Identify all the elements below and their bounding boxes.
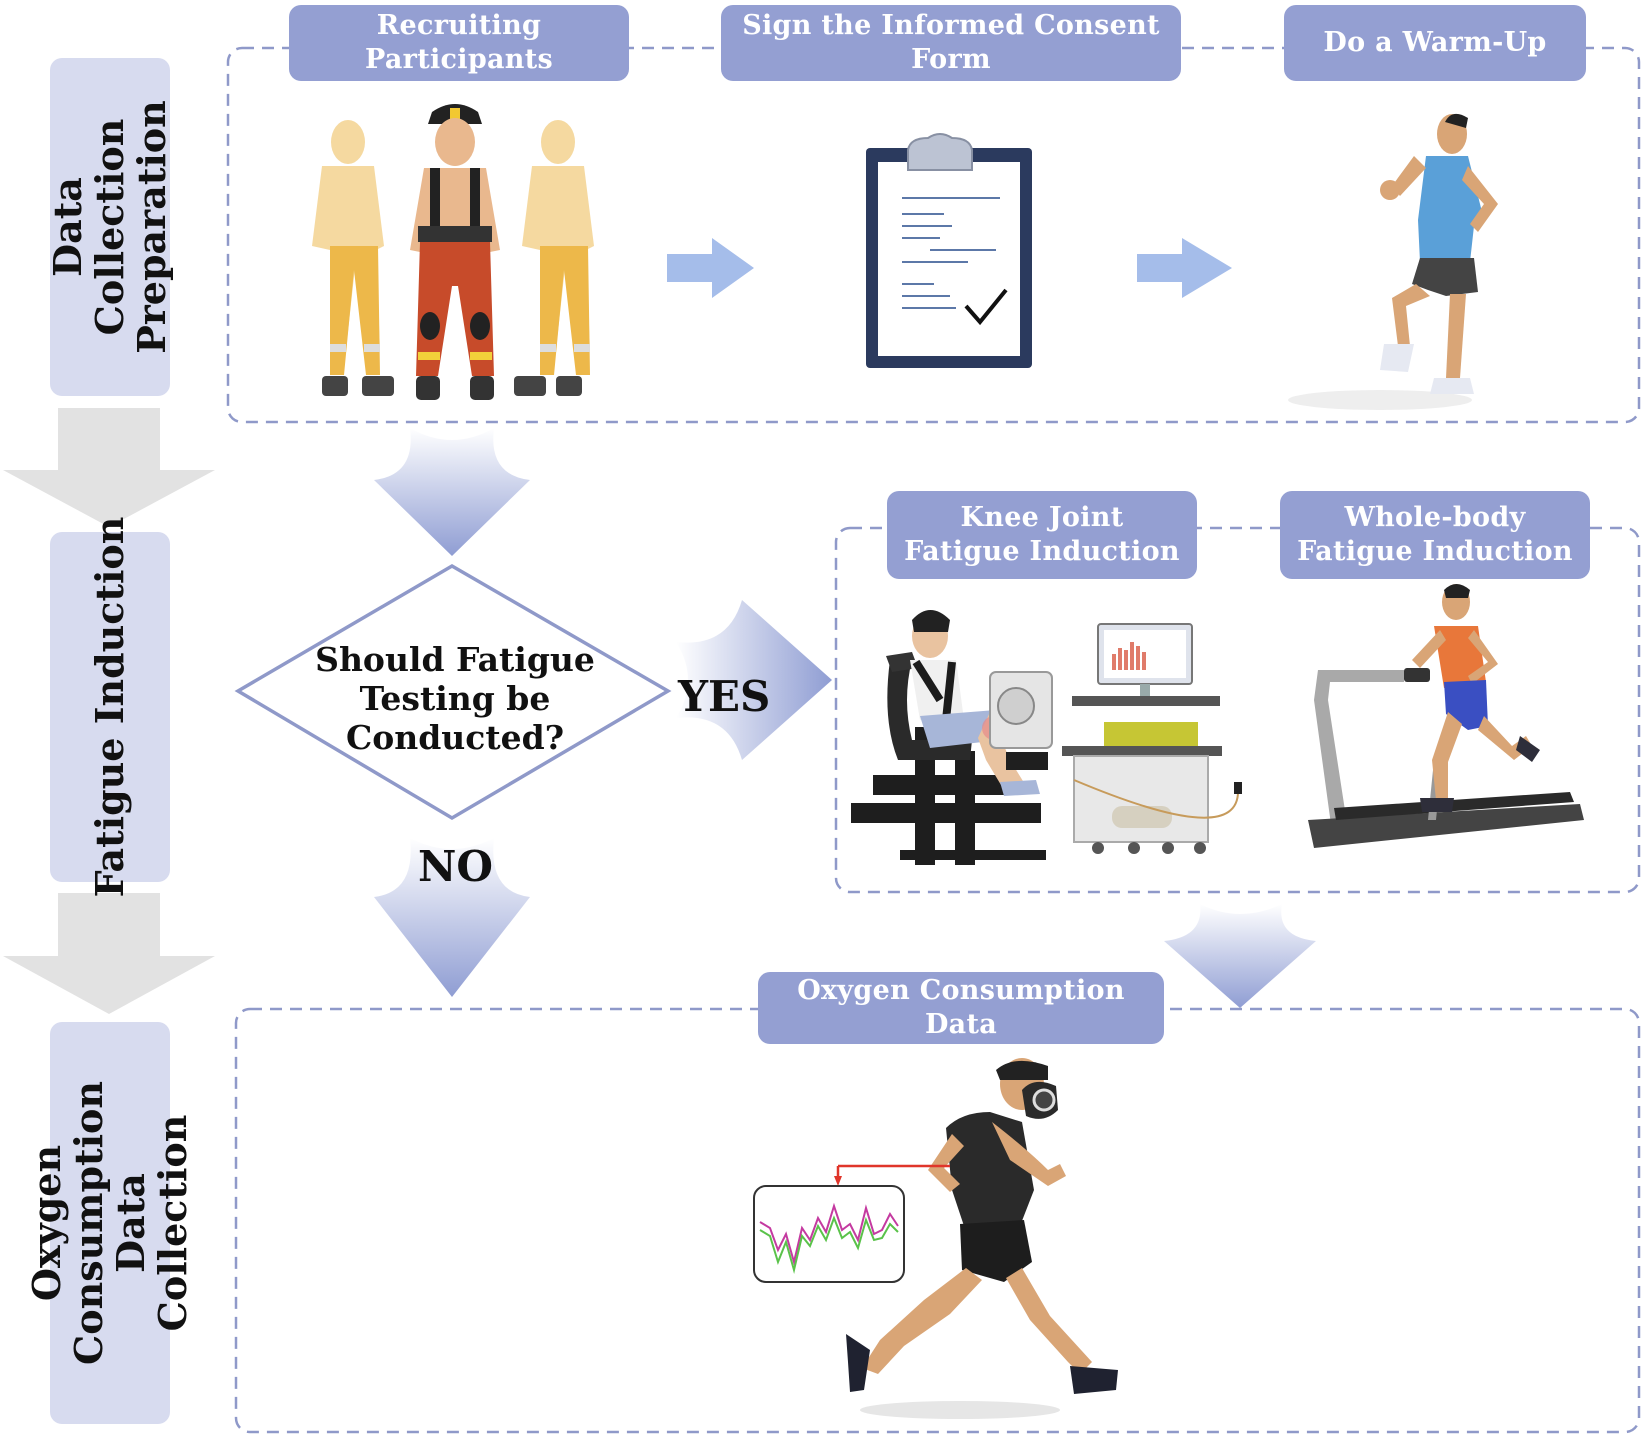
stage-preparation-label: Data Collection Preparation — [45, 100, 174, 354]
arrow-fatigue-to-oxygen — [1164, 904, 1316, 1008]
step-warm-up: Do a Warm-Up — [1284, 5, 1586, 81]
warmup-illustration — [1288, 113, 1498, 410]
arrow-no-to-oxygen — [374, 838, 530, 997]
stage-oxygen: Oxygen Consumption Data Collection — [24, 1022, 195, 1424]
arrow-recruit-to-consent — [667, 238, 754, 298]
fatigue-container — [834, 526, 1641, 894]
step-informed-consent: Sign the Informed Consent Form — [721, 5, 1181, 81]
decision-diamond — [234, 563, 672, 821]
arrow-prep-to-decision — [374, 428, 530, 556]
stage-preparation: Data Collection Preparation — [45, 58, 174, 396]
step-whole-body-fatigue: Whole-body Fatigue Induction — [1280, 491, 1590, 579]
decision-no-label: NO — [418, 842, 493, 891]
knee-fatigue-illustration — [851, 610, 1242, 865]
arrow-yes-to-fatigue — [676, 600, 832, 760]
decision-question: Should Fatigue Testing be Conducted? — [315, 640, 595, 757]
whole-body-fatigue-illustration — [1308, 584, 1584, 848]
step-knee-joint-fatigue: Knee Joint Fatigue Induction — [887, 491, 1197, 579]
stage-fatigue-label: Fatigue Induction — [87, 516, 132, 898]
stage-fatigue: Fatigue Induction — [50, 517, 170, 897]
firefighters-illustration — [312, 104, 594, 400]
stage-arrow-1 — [3, 408, 215, 527]
step-recruiting-participants: Recruiting Participants — [289, 5, 629, 81]
oxygen-container — [234, 1007, 1641, 1434]
oxygen-runner-illustration — [753, 1058, 1118, 1419]
stage-oxygen-label: Oxygen Consumption Data Collection — [24, 1081, 195, 1365]
step-oxygen-consumption-data: Oxygen Consumption Data — [758, 972, 1164, 1044]
stage-arrow-2 — [3, 893, 215, 1014]
decision-yes-label: YES — [678, 672, 771, 721]
arrow-consent-to-warmup — [1137, 238, 1232, 298]
consent-form-illustration — [866, 133, 1032, 368]
